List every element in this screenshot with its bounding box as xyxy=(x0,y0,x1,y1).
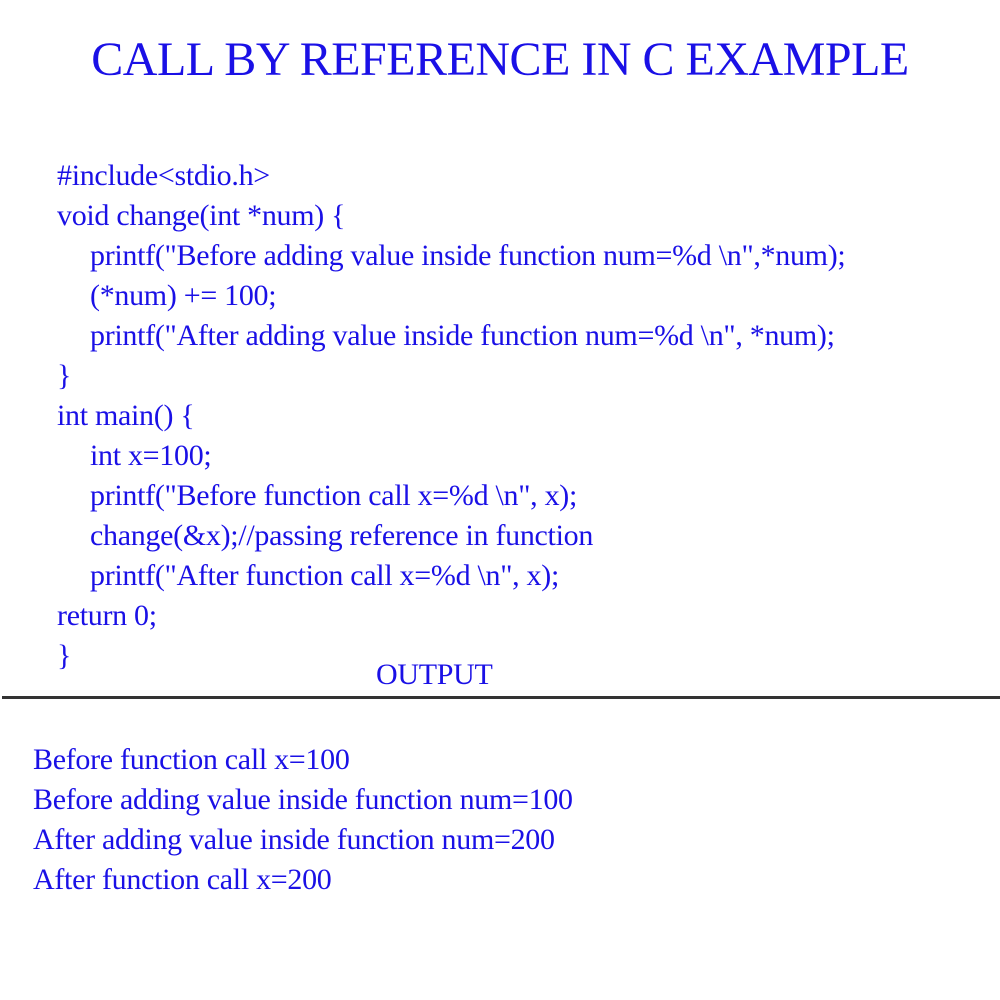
code-line-printf-before-call: printf("Before function call x=%d \n", x… xyxy=(90,479,578,512)
code-line-change-signature: void change(int *num) { xyxy=(57,199,346,232)
code-line-close-change: } xyxy=(57,359,72,392)
code-line-printf-after-adding: printf("After adding value inside functi… xyxy=(90,319,835,352)
code-line-include: #include<stdio.h> xyxy=(57,159,270,192)
code-line-declare-x: int x=100; xyxy=(90,439,212,472)
code-line-return: return 0; xyxy=(57,599,157,632)
code-line-main-signature: int main() { xyxy=(57,399,195,432)
code-line-change-call: change(&x);//passing reference in functi… xyxy=(90,519,594,552)
output-line: Before adding value inside function num=… xyxy=(33,783,573,816)
output-line: After adding value inside function num=2… xyxy=(33,823,555,856)
output-line: Before function call x=100 xyxy=(33,743,350,776)
output-line: After function call x=200 xyxy=(33,863,332,896)
divider xyxy=(2,696,1000,699)
output-heading: OUTPUT xyxy=(376,658,493,691)
code-line-close-main: } xyxy=(57,639,72,672)
code-block: #include<stdio.h> void change(int *num) … xyxy=(57,156,846,676)
code-line-increment: (*num) += 100; xyxy=(90,279,277,312)
output-block: Before function call x=100 Before adding… xyxy=(33,740,573,900)
code-line-printf-before-adding: printf("Before adding value inside funct… xyxy=(90,239,846,272)
page-title: CALL BY REFERENCE IN C EXAMPLE xyxy=(91,33,909,86)
code-line-printf-after-call: printf("After function call x=%d \n", x)… xyxy=(90,559,559,592)
